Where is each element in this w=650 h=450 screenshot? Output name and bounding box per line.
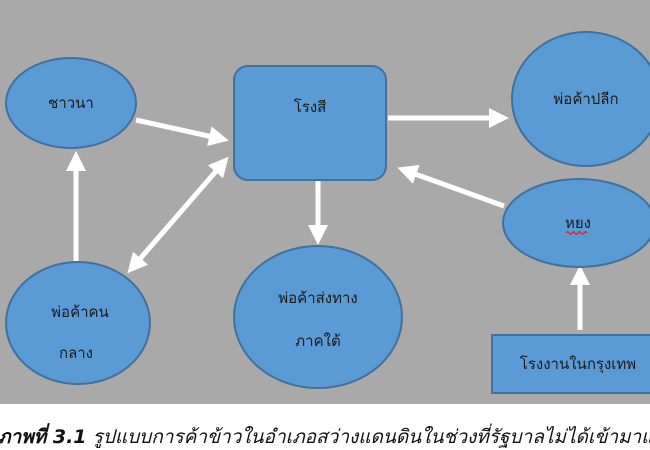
node-middleman-label-line2: กลาง [59,344,93,362]
figure-label: ภาพที่ 3.1 [0,426,87,448]
caption-description: รูปแบบการค้าข้าวในอำเภอสว่างแดนดินในช่วง… [92,426,650,448]
node-rice-mill: โรงสี [233,65,387,181]
node-farmer: ชาวนา [5,57,137,149]
arrow-hong-to-rice-mill [397,164,505,209]
rice-trade-diagram: ชาวนา โรงสี พ่อค้าปลีก พ่อค้าคน กลาง พ่อ… [0,0,650,404]
caption-text-line: ภาพที่ 3.1 รูปแบบการค้าข้าวในอำเภอสว่างแ… [0,424,650,450]
node-rice-mill-shape [233,65,387,181]
node-farmer-label: ชาวนา [48,94,94,112]
node-farmer-shape [5,57,137,149]
arrow-middleman-rice-mill-bidirectional [127,156,229,274]
node-rice-mill-label: โรงสี [294,98,327,116]
node-bangkok-factory: โรงงานในกรุงเทพ [491,334,650,394]
node-retailer-shape [511,31,650,167]
spellcheck-underline [565,231,588,235]
node-hong-shape [502,178,650,268]
node-retailer-label: พ่อค้าปลีก [553,90,618,108]
node-southern-trader: พ่อค้าส่งทาง ภาคใต้ [233,245,403,389]
node-southern-trader-label-line1: พ่อค้าส่งทาง [278,289,357,307]
node-hong-label: หยง [565,214,591,232]
node-retailer: พ่อค้าปลีก [511,31,650,167]
figure-caption: ภาพที่ 3.1 รูปแบบการค้าข้าวในอำเภอสว่างแ… [0,404,650,450]
node-bangkok-factory-label: โรงงานในกรุงเทพ [520,355,636,374]
node-southern-trader-shape [233,245,403,389]
arrows [66,108,590,330]
node-middleman-label-line1: พ่อค้าคน [51,303,109,321]
node-middleman: พ่อค้าคน กลาง [5,261,151,385]
node-bangkok-factory-shape [491,334,650,394]
arrow-farmer-to-rice-mill [135,117,229,146]
node-southern-trader-label-line2: ภาคใต้ [295,332,340,350]
node-hong: หยง [502,178,650,268]
node-middleman-shape [5,261,151,385]
